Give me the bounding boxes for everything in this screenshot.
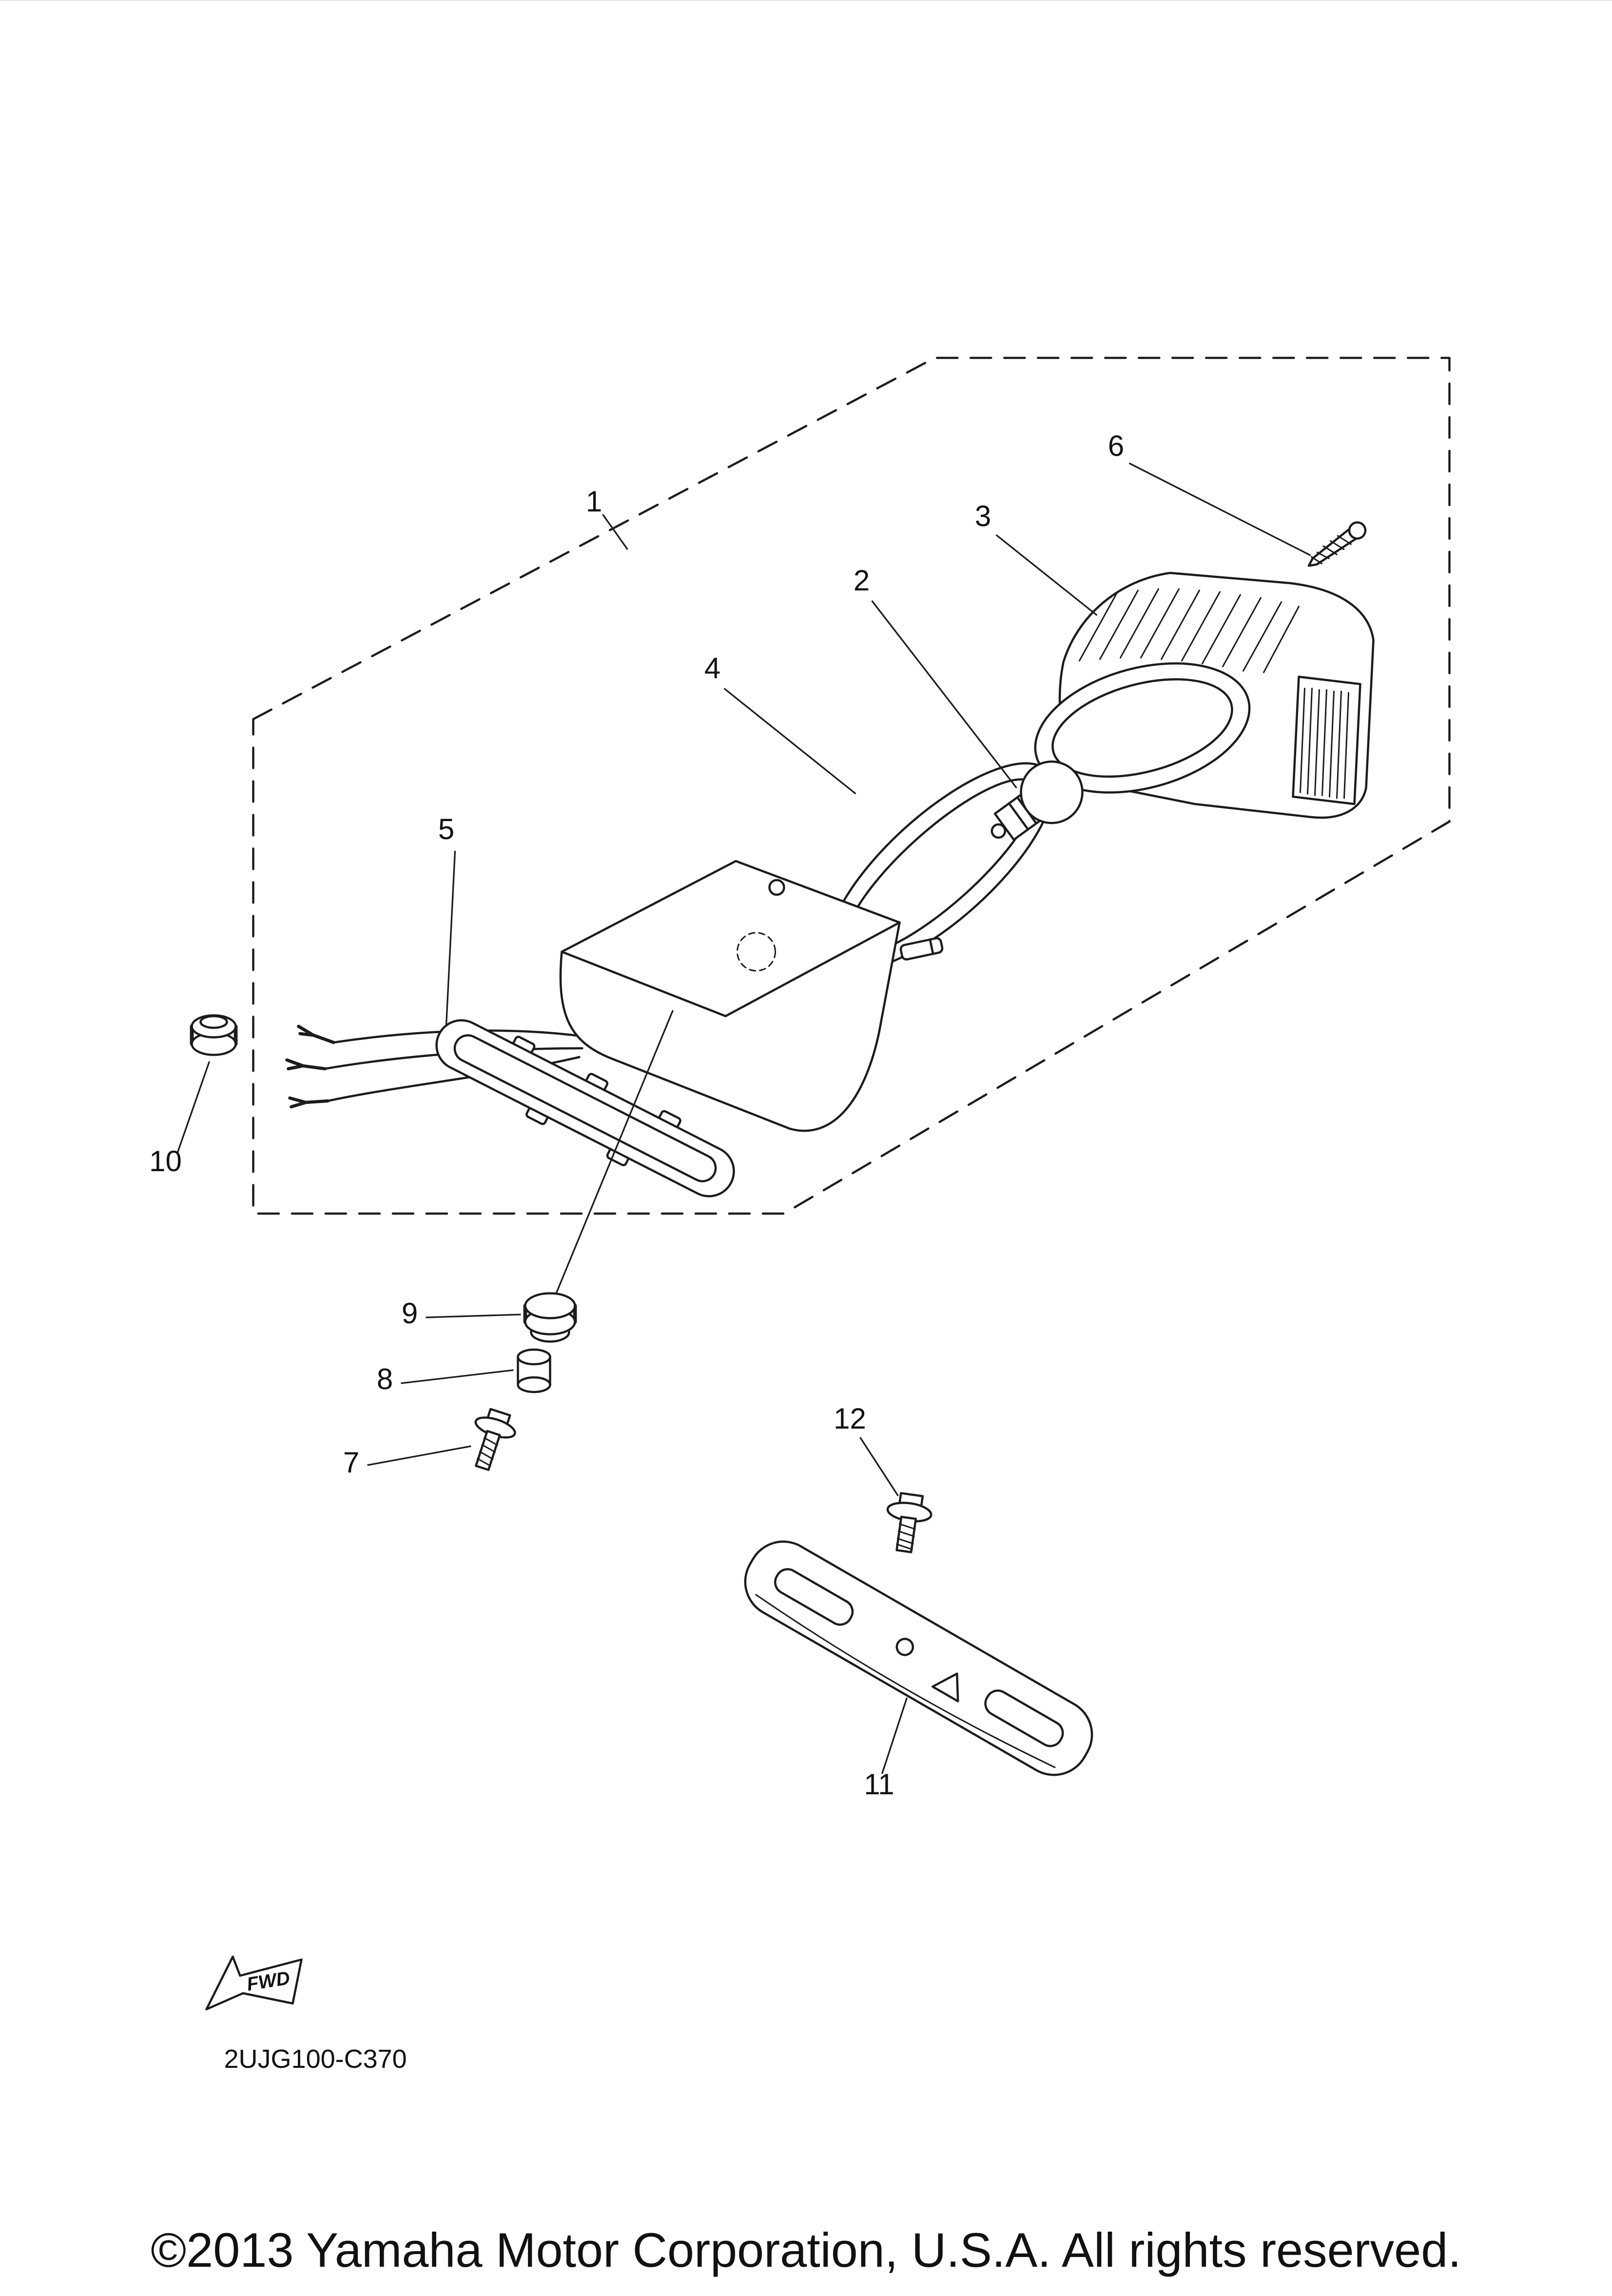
lens-body bbox=[559, 860, 944, 1132]
callout-number-8: 8 bbox=[377, 1363, 393, 1395]
assembly-boundary-outline bbox=[252, 356, 1451, 1215]
callout-number-7: 7 bbox=[343, 1446, 359, 1479]
leader-10 bbox=[176, 1061, 211, 1154]
leader-12 bbox=[859, 1437, 899, 1496]
socket-stub bbox=[899, 937, 944, 961]
callout-number-3: 3 bbox=[975, 500, 991, 532]
housing-connector-ribs bbox=[1300, 687, 1349, 799]
callout-number-4: 4 bbox=[704, 652, 720, 685]
leader-lines bbox=[176, 462, 1311, 1774]
leader-3 bbox=[995, 534, 1098, 616]
flange-bolt-7 bbox=[474, 1408, 516, 1471]
base-gasket bbox=[435, 1019, 735, 1197]
bulb bbox=[991, 760, 1084, 841]
callout-number-6: 6 bbox=[1108, 430, 1124, 462]
leader-7 bbox=[367, 1445, 471, 1466]
callout-number-2: 2 bbox=[854, 564, 870, 597]
license-bracket bbox=[744, 1540, 1093, 1776]
leader-6 bbox=[1128, 462, 1311, 556]
leader-1 bbox=[602, 514, 628, 550]
housing-connector-panel bbox=[1292, 675, 1361, 805]
screw bbox=[1307, 521, 1367, 567]
flange-bolt-12 bbox=[886, 1492, 932, 1553]
copyright-text: ©2013 Yamaha Motor Corporation, U.S.A. A… bbox=[151, 2223, 1461, 2277]
leader-5 bbox=[445, 850, 456, 1025]
taillight-housing bbox=[1034, 571, 1375, 819]
callout-number-10: 10 bbox=[149, 1145, 182, 1177]
callout-number-11: 11 bbox=[864, 1768, 894, 1801]
part-code: 2UJG100-C370 bbox=[224, 2044, 407, 2074]
housing-opening-rim bbox=[1034, 662, 1251, 794]
callout-number-1: 1 bbox=[586, 485, 602, 518]
leader-2 bbox=[871, 600, 1017, 789]
mount-grommet bbox=[523, 1292, 577, 1343]
callout-number-5: 5 bbox=[438, 813, 454, 845]
taillight-base-unit bbox=[285, 860, 944, 1197]
callout-number-12: 12 bbox=[834, 1402, 866, 1435]
leader-9 bbox=[426, 1314, 521, 1318]
housing-top-ribs bbox=[1079, 588, 1300, 673]
collar bbox=[517, 1348, 551, 1393]
wire-grommet bbox=[190, 1014, 238, 1056]
leader-4 bbox=[723, 687, 856, 795]
leader-9-assembly bbox=[555, 1010, 674, 1295]
fwd-marker: FWD bbox=[205, 1955, 303, 2011]
callout-number-9: 9 bbox=[402, 1297, 418, 1330]
leader-11 bbox=[881, 1697, 908, 1774]
leader-8 bbox=[401, 1369, 514, 1384]
